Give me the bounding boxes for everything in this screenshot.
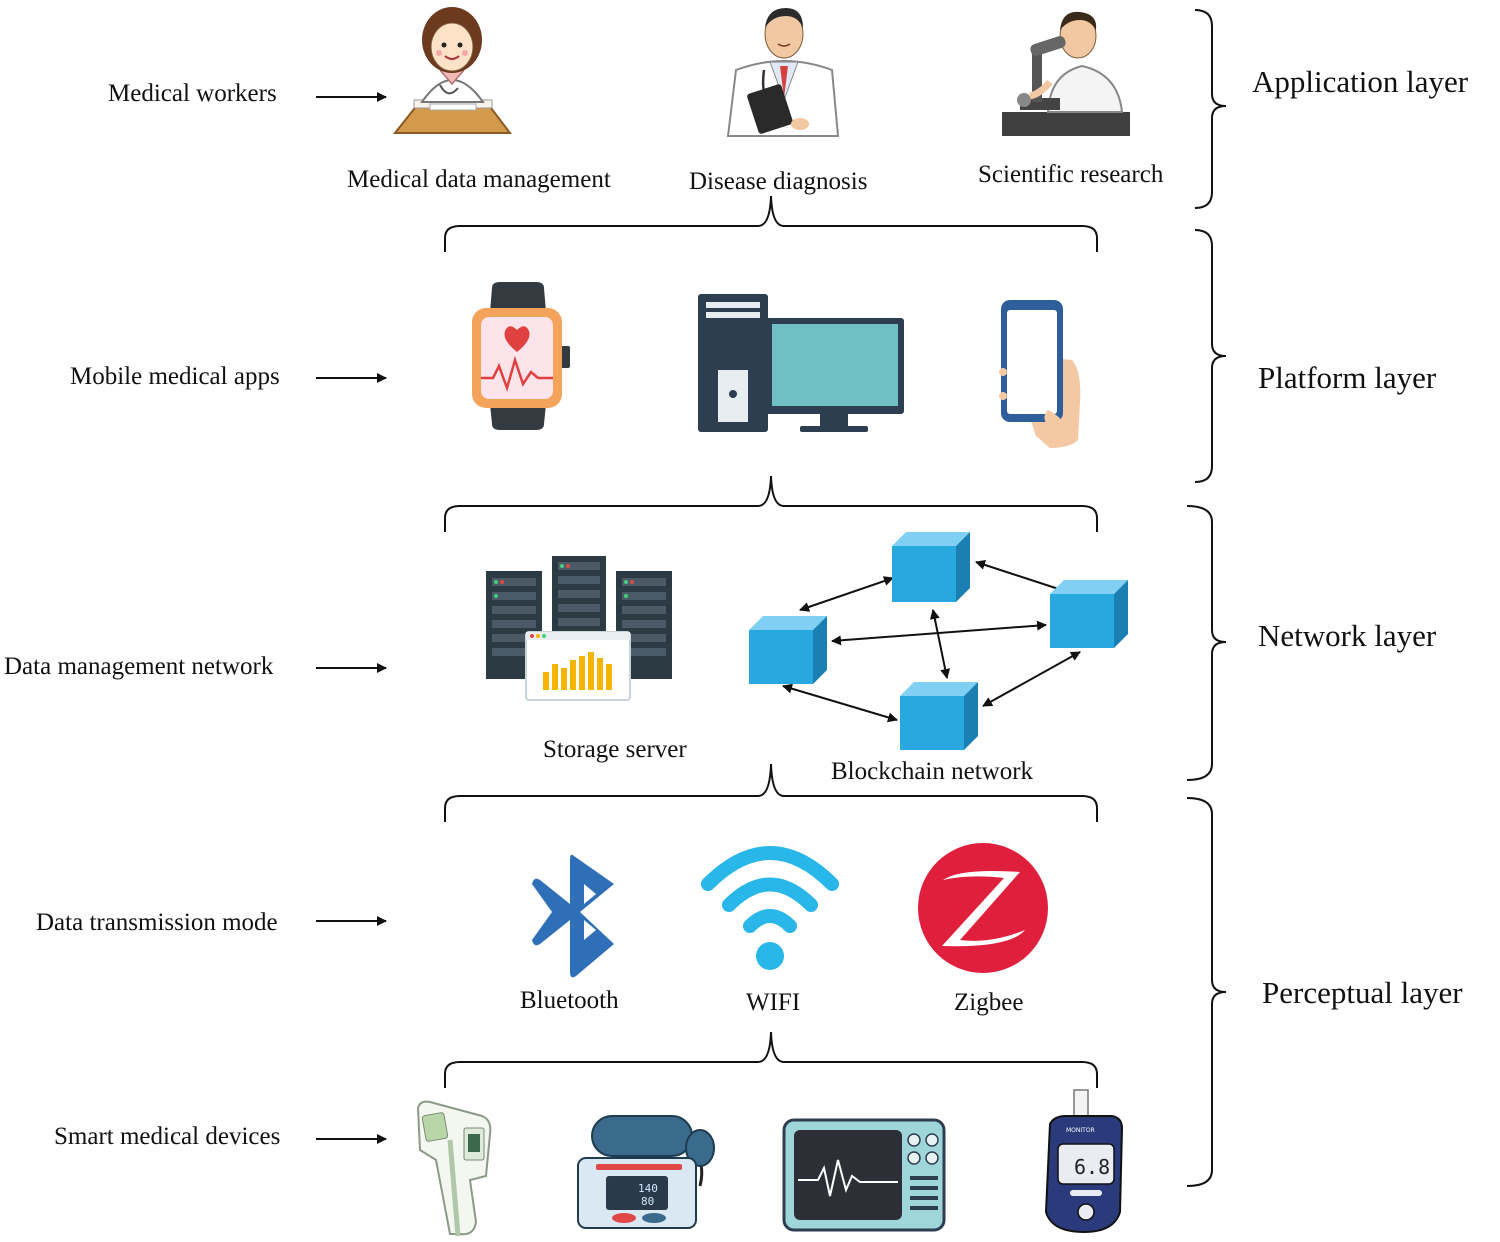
application-layer-brace	[1194, 9, 1227, 209]
blockchain-node-cube	[892, 532, 970, 602]
disease-diagnosis-label: Disease diagnosis	[689, 168, 867, 195]
medical-data-management-label: Medical data management	[347, 166, 611, 193]
devices-label: Smart medical devices	[54, 1123, 280, 1150]
transmission-label: Data transmission mode	[36, 909, 278, 936]
platform-layer-label: Platform layer	[1258, 360, 1437, 395]
blockchain-link	[982, 651, 1081, 707]
blockchain-network-label: Blockchain network	[831, 758, 1034, 785]
wifi-icon	[701, 846, 839, 970]
wifi-label: WIFI	[746, 989, 800, 1016]
smartphone-in-hand-icon	[999, 300, 1081, 448]
scientist-microscope-icon	[1002, 11, 1130, 136]
devices-connector-brace	[444, 1031, 1098, 1088]
network-connector-brace	[444, 475, 1098, 532]
medical-workers-label: Medical workers	[108, 80, 277, 107]
blockchain-node-cube	[900, 682, 978, 750]
patient-vital-signs-monitor-icon	[782, 1118, 946, 1232]
blood-glucose-meter-icon: MONITOR 6.8	[1044, 1089, 1124, 1234]
transmission-connector-brace	[444, 763, 1098, 822]
network-layer-label: Network layer	[1258, 618, 1437, 653]
blockchain-network-diagram	[749, 532, 1128, 750]
perceptual-layer-label: Perceptual layer	[1262, 975, 1463, 1010]
zigbee-icon	[918, 843, 1048, 973]
blockchain-link	[799, 576, 894, 612]
blockchain-node-cube	[1050, 580, 1128, 648]
blood-pressure-monitor-icon: 140 80	[577, 1115, 715, 1229]
data-network-label: Data management network	[4, 653, 274, 680]
blockchain-link	[929, 609, 951, 679]
application-layer-label: Application layer	[1252, 64, 1469, 99]
blockchain-link	[782, 683, 898, 723]
network-layer-brace	[1186, 505, 1227, 781]
storage-server-icon	[486, 556, 672, 701]
smartwatch-heart-rate-icon	[472, 282, 570, 430]
blockchain-node-cube	[749, 616, 827, 684]
mobile-apps-label: Mobile medical apps	[70, 363, 280, 390]
zigbee-label: Zigbee	[954, 989, 1023, 1016]
platform-layer-brace	[1194, 229, 1227, 483]
storage-server-label: Storage server	[543, 736, 687, 763]
doctor-at-desk-icon	[392, 7, 513, 134]
platform-connector-brace	[444, 195, 1098, 252]
glucose-meter-brand: MONITOR	[1066, 1127, 1095, 1134]
bluetooth-icon	[532, 854, 614, 978]
bp-systolic-readout: 140	[638, 1182, 658, 1195]
scientific-research-label: Scientific research	[978, 161, 1164, 188]
bp-diastolic-readout: 80	[641, 1195, 654, 1208]
desktop-computer-icon	[698, 294, 904, 432]
infrared-thermometer-icon	[416, 1100, 492, 1237]
perceptual-layer-brace	[1186, 797, 1227, 1187]
doctor-with-clipboard-icon	[726, 8, 840, 137]
glucose-readout: 6.8	[1074, 1155, 1110, 1179]
bluetooth-label: Bluetooth	[520, 987, 619, 1014]
